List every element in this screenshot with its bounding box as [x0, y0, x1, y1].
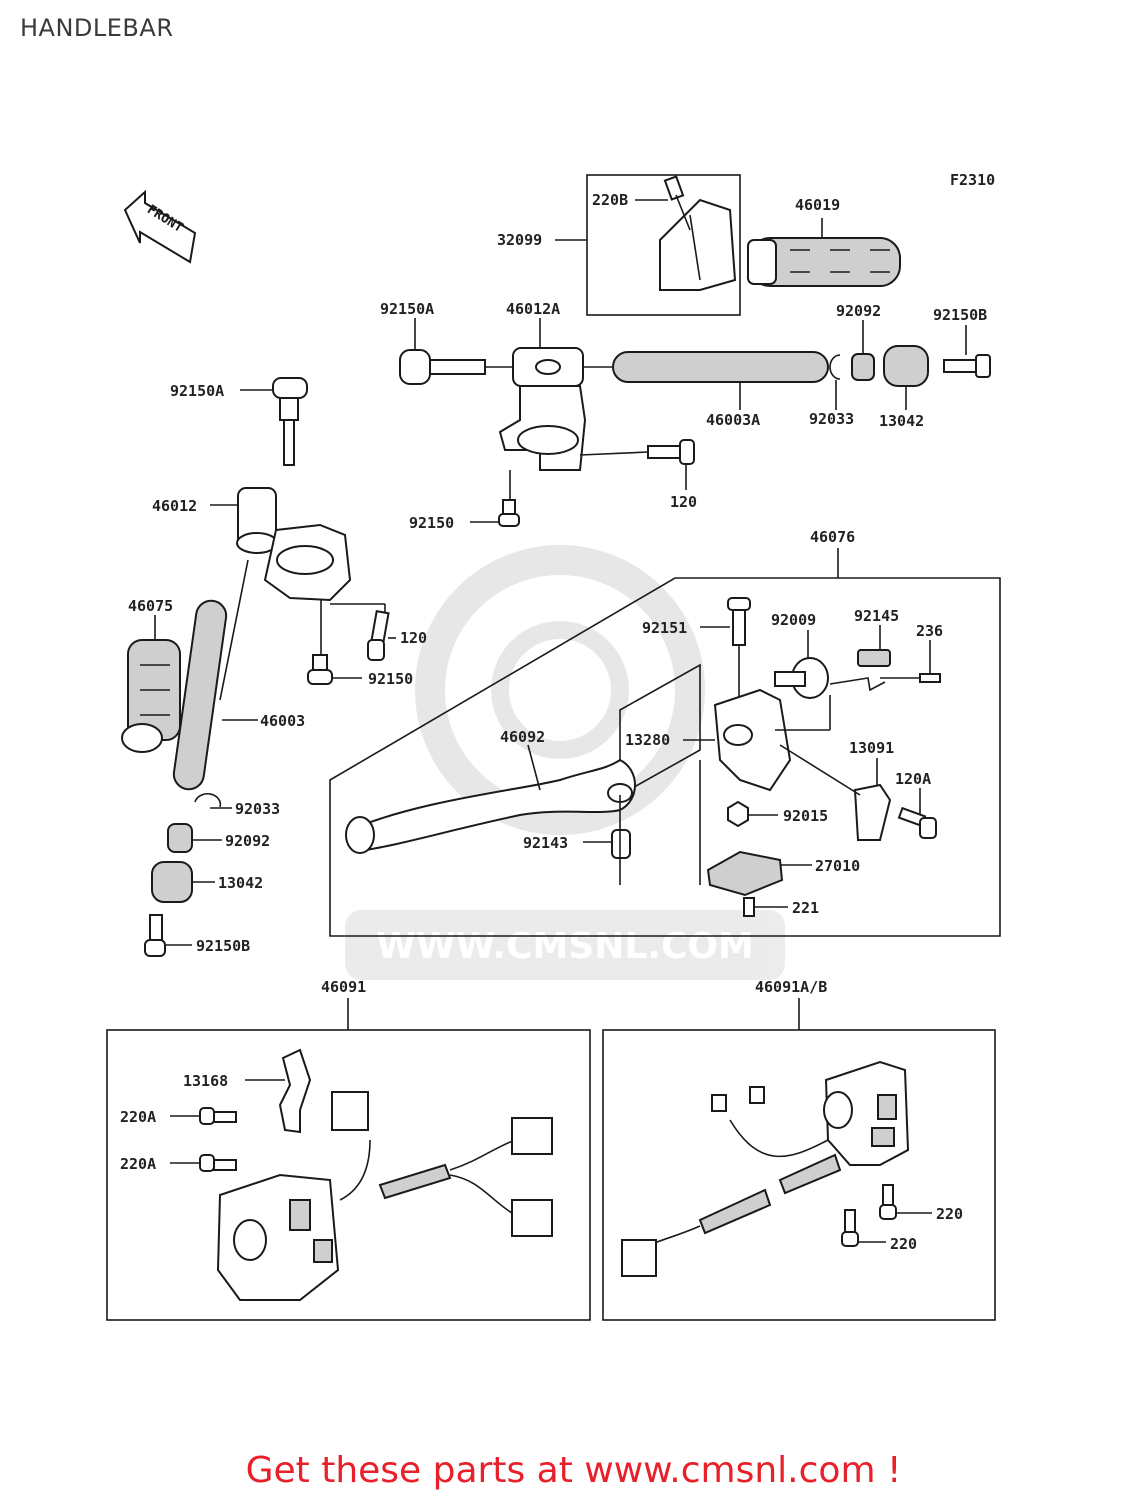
grip-46075[interactable]	[121, 639, 181, 753]
label-46075: 46075	[128, 597, 173, 615]
label-13091: 13091	[849, 739, 894, 757]
circlip-92033-left[interactable]	[194, 792, 222, 808]
label-92015: 92015	[783, 807, 828, 825]
bolt-92150A-top[interactable]	[399, 349, 486, 385]
label-13280: 13280	[625, 731, 670, 749]
label-92150-top: 92150	[409, 514, 454, 532]
bolt-92150B-top[interactable]	[943, 354, 991, 378]
label-46091AB: 46091A/B	[755, 978, 827, 996]
bolt-92151[interactable]	[727, 597, 751, 646]
watermark: WWW.CMSNL.COM	[345, 545, 785, 980]
collar-92092-top[interactable]	[851, 353, 875, 381]
label-92092-top: 92092	[836, 302, 881, 320]
label-221: 221	[792, 899, 819, 917]
promo-link[interactable]: Get these parts at www.cmsnl.com !	[245, 1450, 902, 1491]
label-92150A-left: 92150A	[170, 382, 224, 400]
label-46012A: 46012A	[506, 300, 560, 318]
clamp-13091[interactable]	[853, 783, 892, 841]
right-handlebar-switch-46091AB[interactable]	[823, 1060, 910, 1166]
bolt-92150B-left[interactable]	[144, 914, 166, 957]
label-92150-left: 92150	[368, 670, 413, 688]
lever-46092[interactable]	[345, 758, 636, 854]
label-220-2: 220	[890, 1235, 917, 1253]
label-92143: 92143	[523, 834, 568, 852]
label-27010: 27010	[815, 857, 860, 875]
bolt-120-top[interactable]	[647, 439, 695, 465]
label-13042-top: 13042	[879, 412, 924, 430]
label-46092: 46092	[500, 728, 545, 746]
label-46091: 46091	[321, 978, 366, 996]
left-handlebar-switch-46091[interactable]	[216, 1173, 340, 1301]
nut-92015[interactable]	[727, 800, 749, 828]
throttle-grip-part[interactable]	[659, 175, 737, 291]
screw-220-2[interactable]	[841, 1209, 859, 1247]
page-title: HANDLEBAR	[20, 14, 174, 42]
watermark-url: WWW.CMSNL.COM	[376, 926, 754, 967]
label-92150B-left: 92150B	[196, 937, 250, 955]
bolt-92150A-left[interactable]	[272, 377, 308, 466]
label-220A-1: 220A	[120, 1108, 156, 1126]
screw-236[interactable]	[919, 673, 941, 683]
holder-46012A[interactable]	[498, 347, 587, 471]
switch-27010[interactable]	[706, 850, 784, 897]
bolt-120A[interactable]	[897, 806, 937, 839]
handlebar-pipe-46003[interactable]	[172, 599, 228, 791]
label-220-1: 220	[936, 1205, 963, 1223]
right-switch-harness	[621, 1086, 842, 1277]
label-220B: 220B	[592, 191, 628, 209]
label-13168: 13168	[183, 1072, 228, 1090]
collar-92092-left[interactable]	[167, 823, 193, 853]
label-92009: 92009	[771, 611, 816, 629]
label-92033-top: 92033	[809, 410, 854, 428]
label-120-left: 120	[400, 629, 427, 647]
handlebar-pipe-46003A[interactable]	[612, 351, 829, 383]
label-92092-left: 92092	[225, 832, 270, 850]
left-switch-harness	[331, 1091, 553, 1237]
adjuster-92009[interactable]	[774, 657, 829, 699]
circlip-92033-top[interactable]	[829, 354, 841, 380]
label-13042-left: 13042	[218, 874, 263, 892]
collar-92143[interactable]	[611, 829, 631, 859]
lever-holder-13280[interactable]	[713, 688, 792, 792]
label-46076: 46076	[810, 528, 855, 546]
label-46003: 46003	[260, 712, 305, 730]
label-92151: 92151	[642, 619, 687, 637]
left-switch-box	[106, 1029, 591, 1321]
screw-220-1[interactable]	[879, 1184, 897, 1220]
handlebar-grip-46019[interactable]	[747, 237, 901, 287]
clip-92145[interactable]	[857, 649, 891, 667]
label-120-top: 120	[670, 493, 697, 511]
label-46003A: 46003A	[706, 411, 760, 429]
screw-220A-2[interactable]	[199, 1154, 237, 1172]
lever-assembly-box	[329, 577, 1001, 937]
screw-221[interactable]	[743, 897, 755, 917]
label-220A-2: 220A	[120, 1155, 156, 1173]
throttle-box	[586, 174, 741, 316]
front-direction-icon: FRONT	[123, 189, 197, 264]
bolt-92150-top[interactable]	[498, 499, 520, 527]
label-92145: 92145	[854, 607, 899, 625]
screw-220A-1[interactable]	[199, 1107, 237, 1125]
weight-13042-top[interactable]	[883, 345, 929, 387]
label-32099: 32099	[497, 231, 542, 249]
holder-46012[interactable]	[236, 487, 352, 602]
bracket-13168[interactable]	[278, 1048, 312, 1134]
bolt-120-left[interactable]	[367, 610, 390, 661]
label-120A: 120A	[895, 770, 931, 788]
label-92150B-top: 92150B	[933, 306, 987, 324]
label-46012: 46012	[152, 497, 197, 515]
label-236: 236	[916, 622, 943, 640]
bolt-92150-left[interactable]	[307, 654, 333, 685]
label-46019: 46019	[795, 196, 840, 214]
figure-code: F2310	[950, 171, 995, 189]
label-92033-left: 92033	[235, 800, 280, 818]
label-92150A-top: 92150A	[380, 300, 434, 318]
weight-13042-left[interactable]	[151, 861, 193, 903]
